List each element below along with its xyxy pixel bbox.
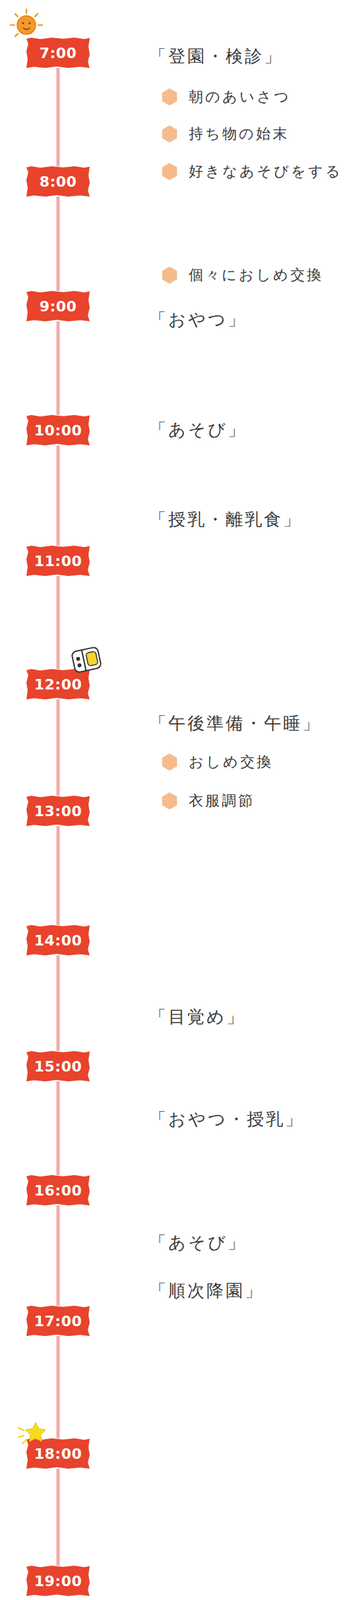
- time-text: 10:00: [34, 422, 83, 439]
- time-badge: 16:00: [26, 1175, 90, 1206]
- activity-heading: 「授乳・離乳食」: [149, 510, 303, 528]
- activity-item: おしめ交換: [188, 754, 274, 770]
- time-text: 14:00: [34, 932, 83, 949]
- activity-item: 朝のあいさつ: [188, 89, 291, 105]
- activity-heading: 「おやつ・授乳」: [149, 1110, 305, 1128]
- time-badge: 9:00: [26, 290, 90, 322]
- food-icon: [71, 646, 102, 674]
- time-badge: 13:00: [26, 795, 90, 827]
- time-badge: 12:00: [26, 669, 90, 700]
- activity-heading: 「おやつ」: [149, 310, 247, 328]
- time-text: 11:00: [34, 552, 83, 570]
- activity-heading: 「順次降園」: [149, 1282, 264, 1300]
- time-text: 13:00: [34, 803, 83, 820]
- sun-icon: [10, 9, 43, 37]
- timeline-line: [56, 196, 61, 291]
- timeline-line: [56, 67, 61, 167]
- time-text: 18:00: [34, 1445, 83, 1463]
- time-text: 7:00: [39, 44, 78, 62]
- time-badge: 10:00: [26, 415, 90, 446]
- time-badge: 14:00: [26, 925, 90, 956]
- bullet-hexagon: [162, 162, 178, 181]
- time-badge: 19:00: [26, 1565, 90, 1597]
- timeline-line: [56, 826, 61, 926]
- time-badge: 7:00: [26, 37, 90, 68]
- activity-heading: 「目覚め」: [149, 1008, 246, 1026]
- time-text: 8:00: [39, 173, 78, 191]
- activity-heading: 「登園・検診」: [149, 47, 284, 65]
- timeline-line: [56, 1205, 61, 1306]
- bullet-hexagon: [162, 266, 178, 284]
- activity-item: 持ち物の始末: [188, 126, 290, 142]
- time-badge: 15:00: [26, 1051, 90, 1082]
- timeline-line: [56, 1336, 61, 1439]
- time-badge: 17:00: [26, 1305, 90, 1337]
- bullet-hexagon: [162, 88, 178, 106]
- timeline-line: [56, 1081, 61, 1176]
- timeline-line: [56, 1468, 61, 1566]
- time-text: 16:00: [34, 1182, 83, 1199]
- activity-item: 衣服調節: [188, 793, 255, 809]
- activity-item: 個々におしめ交換: [188, 267, 324, 283]
- timeline-line: [56, 445, 61, 546]
- timeline-line: [56, 576, 61, 670]
- timeline-line: [56, 321, 61, 416]
- timeline-line: [56, 955, 61, 1052]
- timeline-line: [56, 699, 61, 796]
- bullet-hexagon: [162, 753, 178, 771]
- time-badge: 18:00: [26, 1438, 90, 1469]
- activity-heading: 「あそび」: [149, 420, 247, 439]
- time-text: 15:00: [34, 1058, 83, 1075]
- time-badge: 8:00: [26, 166, 90, 197]
- activity-heading: 「午後準備・午睡」: [149, 714, 322, 732]
- bullet-hexagons: [162, 88, 178, 810]
- bullet-hexagon: [162, 125, 178, 143]
- time-text: 19:00: [34, 1573, 83, 1590]
- time-text: 9:00: [39, 298, 78, 315]
- activity-item: 好きなあそびをする: [188, 164, 343, 179]
- time-text: 17:00: [34, 1313, 83, 1330]
- time-badge: 11:00: [26, 545, 90, 577]
- bullet-hexagon: [162, 792, 178, 810]
- time-text: 12:00: [34, 676, 83, 693]
- activity-heading: 「あそび」: [149, 1233, 247, 1252]
